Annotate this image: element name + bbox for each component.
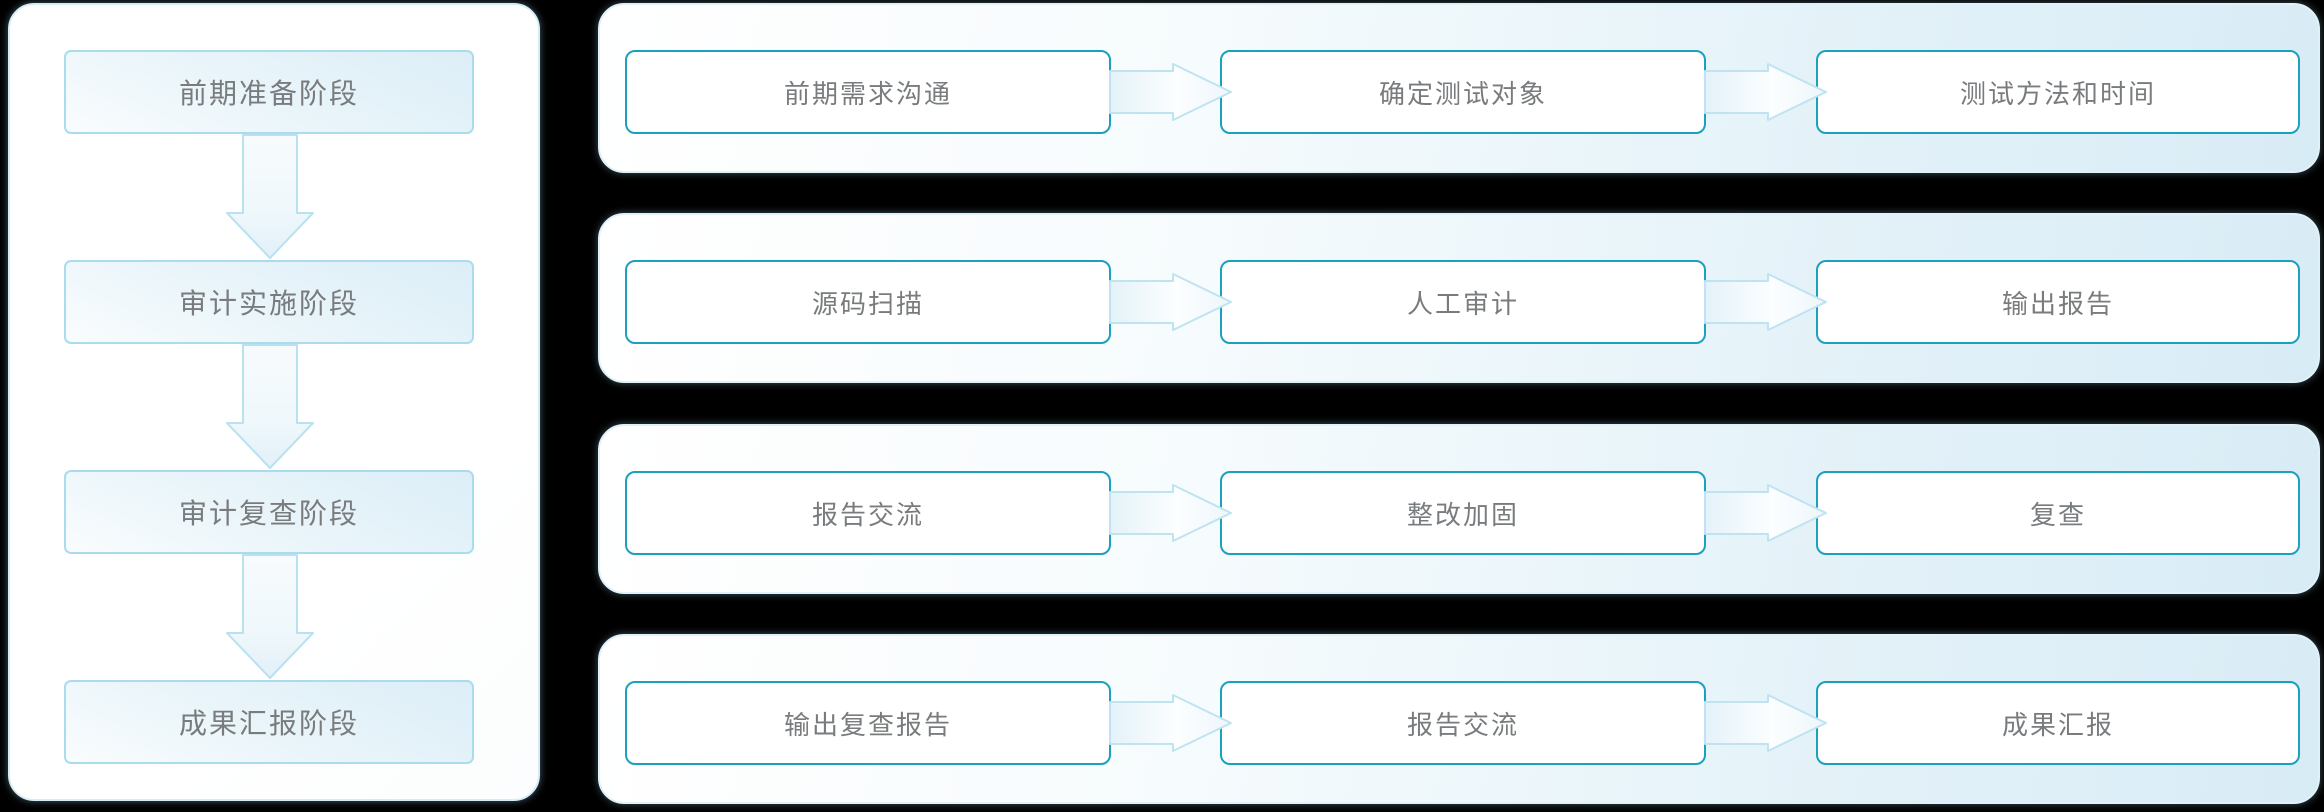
arrow-right-icon: [1109, 63, 1232, 121]
arrow-right-icon: [1704, 694, 1827, 752]
step-box: 报告交流: [1220, 681, 1706, 765]
arrow-right-icon: [1704, 273, 1827, 331]
step-box: 成果汇报: [1816, 681, 2300, 765]
step-box: 复查: [1816, 471, 2300, 555]
arrow-down-icon: [226, 134, 314, 259]
stage-box-review: 审计复查阶段: [64, 470, 474, 554]
step-box: 人工审计: [1220, 260, 1706, 344]
step-box: 前期需求沟通: [625, 50, 1111, 134]
stage-box-preparation: 前期准备阶段: [64, 50, 474, 134]
step-box: 整改加固: [1220, 471, 1706, 555]
steps-row-review: 报告交流 整改加固 复查: [598, 424, 2320, 594]
stage-box-implementation: 审计实施阶段: [64, 260, 474, 344]
step-box: 源码扫描: [625, 260, 1111, 344]
step-box: 输出报告: [1816, 260, 2300, 344]
arrow-right-icon: [1704, 63, 1827, 121]
step-box: 测试方法和时间: [1816, 50, 2300, 134]
step-box: 输出复查报告: [625, 681, 1111, 765]
step-box: 确定测试对象: [1220, 50, 1706, 134]
phases-panel: 前期准备阶段 审计实施阶段 审计复查阶段 成果汇报阶段: [8, 3, 540, 801]
arrow-right-icon: [1109, 273, 1232, 331]
step-box: 报告交流: [625, 471, 1111, 555]
arrow-down-icon: [226, 554, 314, 679]
arrow-right-icon: [1109, 484, 1232, 542]
arrow-right-icon: [1109, 694, 1232, 752]
steps-row-preparation: 前期需求沟通 确定测试对象 测试方法和时间: [598, 3, 2320, 173]
steps-row-reporting: 输出复查报告 报告交流 成果汇报: [598, 634, 2320, 804]
stage-box-reporting: 成果汇报阶段: [64, 680, 474, 764]
arrow-right-icon: [1704, 484, 1827, 542]
steps-row-implementation: 源码扫描 人工审计 输出报告: [598, 213, 2320, 383]
arrow-down-icon: [226, 344, 314, 469]
